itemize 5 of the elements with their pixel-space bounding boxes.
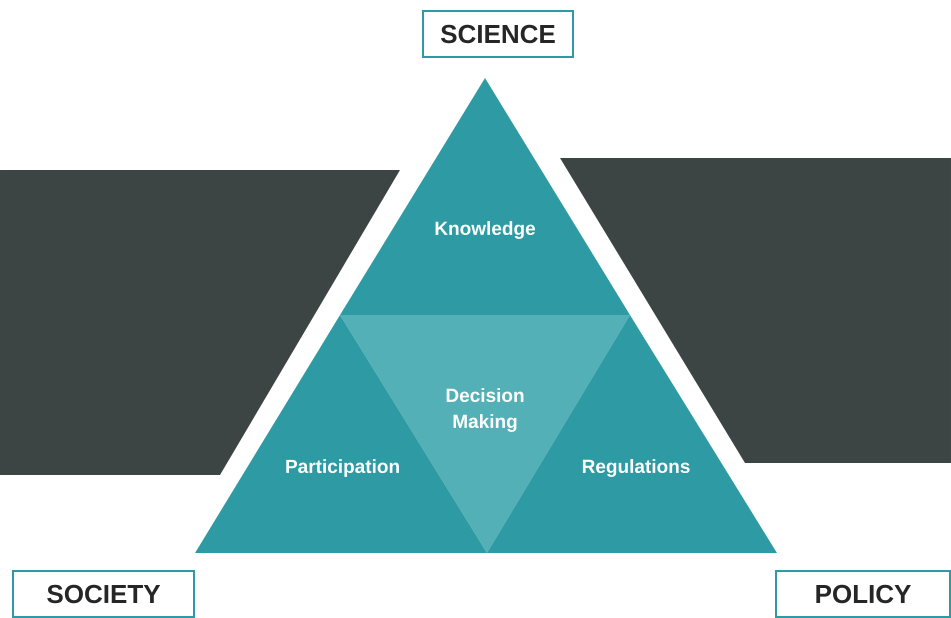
label-box: SOCIETY (12, 570, 195, 618)
label-box: SCIENCE (422, 10, 574, 58)
band (0, 170, 400, 475)
label-box: POLICY (775, 570, 951, 618)
triangle-segment: Knowledge (340, 78, 630, 315)
